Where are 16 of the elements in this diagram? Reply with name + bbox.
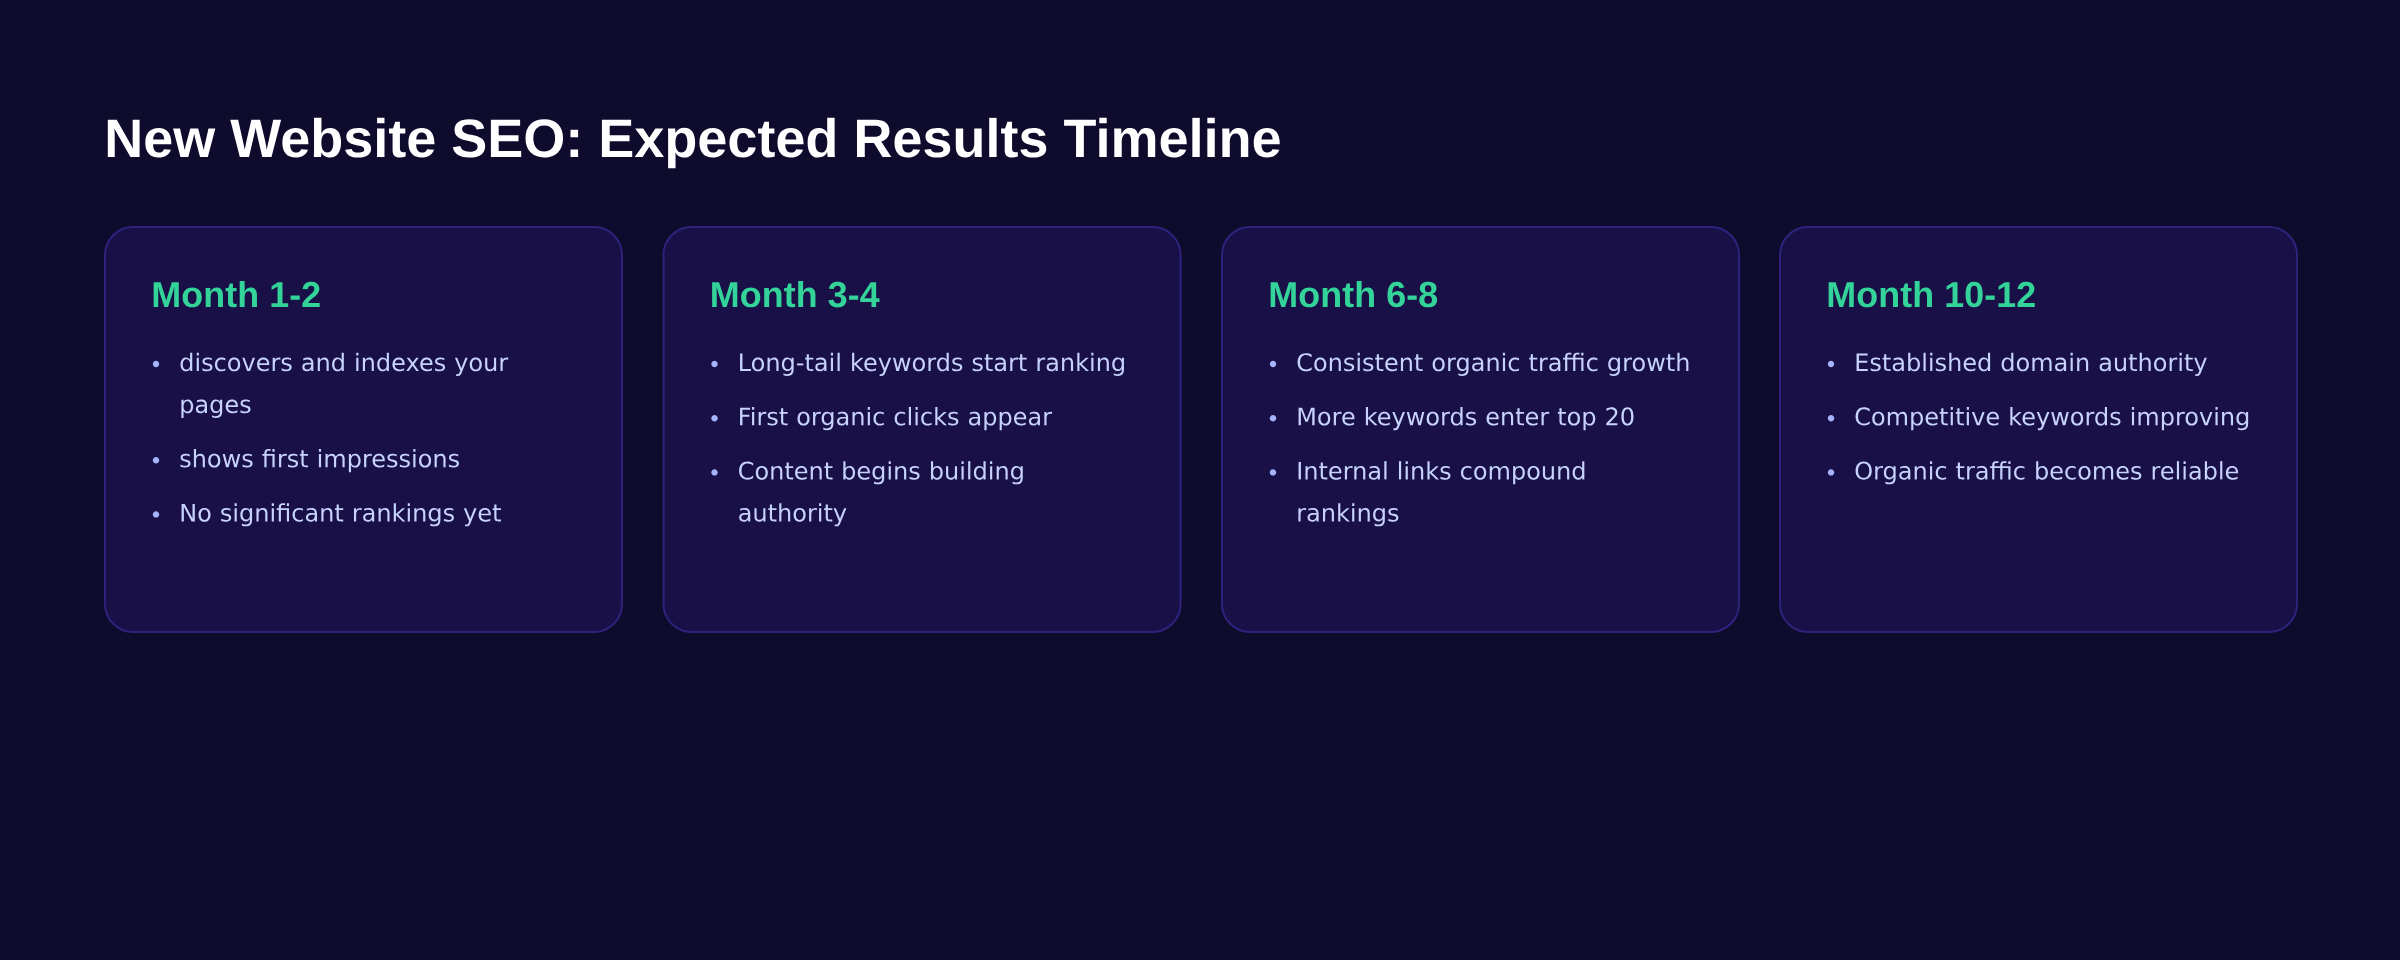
card-heading: Month 1-2 <box>153 280 320 308</box>
bullet-text: Organic traffic becomes reliable <box>1855 461 2239 485</box>
bullet-text: Consistent organic traffic growth <box>1297 352 1689 376</box>
card-heading: Month 3-4 <box>712 280 880 308</box>
bullet-text: First organic clicks appear <box>740 406 1053 431</box>
bullet-text: Internal links compound rankings <box>1298 461 1585 527</box>
card-heading: Month 10-12 <box>1828 280 2035 308</box>
bullet-text: Long-tail keywords start ranking <box>740 352 1124 376</box>
bullet-text: No significant rankings yet <box>181 503 501 527</box>
card-heading: Month 6-8 <box>1270 280 1438 308</box>
bullet-text: Competitive keywords improving <box>1855 406 2249 431</box>
bullet-text: shows first impressions <box>180 448 459 473</box>
bullet-text: More keywords enter top 20 <box>1298 406 1634 431</box>
title: New Website SEO: Expected Results Timeline <box>107 117 1280 169</box>
bullet-text: Content begins building authority <box>739 461 1023 527</box>
bullet-text: Established domain authority <box>1856 352 2207 376</box>
